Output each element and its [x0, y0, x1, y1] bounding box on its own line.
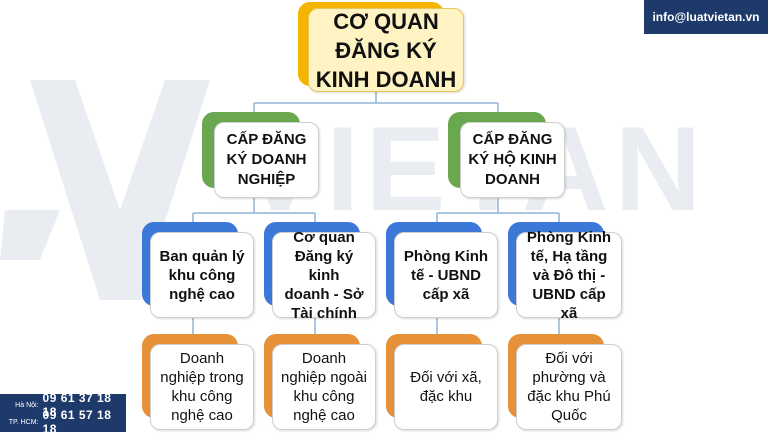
level3-node-commune: Đối với xã, đặc khu: [386, 334, 498, 430]
root-node-label: CƠ QUAN ĐĂNG KÝ KINH DOANH: [315, 8, 457, 92]
level3-node-outside-hitech: Doanh nghiệp ngoài khu công nghệ cao: [264, 334, 376, 430]
hcm-label: TP. HCM:: [8, 418, 39, 426]
level3-node-box: Doanh nghiệp ngoài khu công nghệ cao: [272, 344, 376, 430]
email-text: info@luatvietan.vn: [652, 10, 760, 24]
level2-node-registration-office: Cơ quan Đăng ký kinh doanh - Sở Tài chín…: [264, 222, 376, 322]
hcm-phone-row[interactable]: TP. HCM: 09 61 57 18 18: [4, 408, 126, 436]
email-link[interactable]: info@luatvietan.vn: [644, 0, 768, 34]
level3-node-inside-hitech: Doanh nghiệp trong khu công nghệ cao: [142, 334, 254, 430]
level2-node-label: Ban quản lý khu công nghệ cao: [159, 247, 245, 303]
level2-node-label: Phòng Kinh tế - UBND cấp xã: [403, 247, 489, 303]
root-node-box: CƠ QUAN ĐĂNG KÝ KINH DOANH: [308, 8, 464, 92]
level3-node-box: Doanh nghiệp trong khu công nghệ cao: [150, 344, 254, 430]
hanoi-phone: 09 61 37 18 18: [42, 391, 112, 419]
level1-node-label: CẤP ĐĂNG KÝ DOANH NGHIỆP: [226, 131, 307, 188]
level1-node-box: CẤP ĐĂNG KÝ HỘ KINH DOANH: [460, 122, 565, 198]
level3-node-ward: Đối với phường và đặc khu Phú Quốc: [508, 334, 622, 430]
level1-node-household: CẤP ĐĂNG KÝ HỘ KINH DOANH: [448, 112, 565, 198]
level2-node-box: Cơ quan Đăng ký kinh doanh - Sở Tài chín…: [272, 229, 376, 322]
level3-node-box: Đối với xã, đặc khu: [394, 344, 498, 430]
level2-node-box: Ban quản lý khu công nghệ cao: [150, 232, 254, 318]
level2-node-box: Phòng Kinh tế - UBND cấp xã: [394, 232, 498, 318]
level3-node-label: Doanh nghiệp ngoài khu công nghệ cao: [281, 350, 367, 424]
level1-node-business: CẤP ĐĂNG KÝ DOANH NGHIỆP: [202, 112, 319, 198]
level2-node-commune-economy: Phòng Kinh tế - UBND cấp xã: [386, 222, 498, 318]
level2-node-hitech-board: Ban quản lý khu công nghệ cao: [142, 222, 254, 318]
contact-panel: Hà Nội: 09 61 37 18 18 TP. HCM: 09 61 57…: [0, 391, 126, 436]
level3-node-box: Đối với phường và đặc khu Phú Quốc: [516, 344, 622, 430]
level3-node-label: Đối với phường và đặc khu Phú Quốc: [527, 350, 611, 424]
hanoi-label: Hà Nội:: [15, 401, 39, 409]
level2-node-ward-infrastructure: Phòng Kinh tế, Hạ tầng và Đô thị - UBND …: [508, 222, 622, 322]
level2-node-box: Phòng Kinh tế, Hạ tầng và Đô thị - UBND …: [516, 229, 622, 322]
level2-node-label: Phòng Kinh tế, Hạ tầng và Đô thị - UBND …: [526, 228, 612, 322]
level2-node-label: Cơ quan Đăng ký kinh doanh - Sở Tài chín…: [284, 228, 364, 322]
level1-node-label: CẤP ĐĂNG KÝ HỘ KINH DOANH: [468, 131, 557, 188]
level3-node-label: Doanh nghiệp trong khu công nghệ cao: [160, 350, 244, 424]
root-node: CƠ QUAN ĐĂNG KÝ KINH DOANH: [298, 2, 466, 92]
hanoi-phone-row[interactable]: Hà Nội: 09 61 37 18 18: [4, 391, 126, 419]
level3-node-label: Đối với xã, đặc khu: [410, 369, 482, 405]
level1-node-box: CẤP ĐĂNG KÝ DOANH NGHIỆP: [214, 122, 319, 198]
